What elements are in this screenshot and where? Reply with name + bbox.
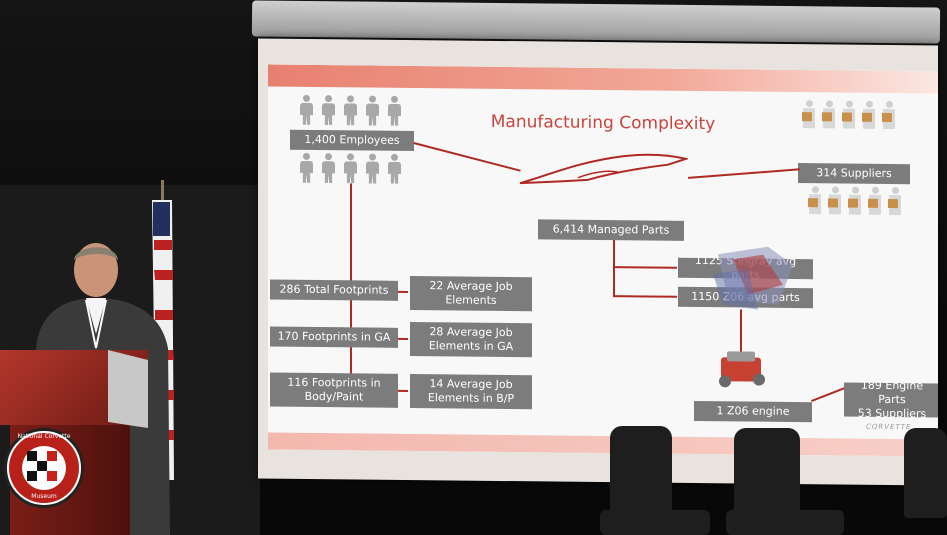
chair <box>734 428 800 518</box>
museum-seal-logo: National Corvette Museum <box>4 428 84 508</box>
laptop-screen <box>108 350 148 428</box>
presentation-slide: CORVETTE Manufacturing Complexity 1,400 … <box>268 64 938 457</box>
total-footprints-box: 286 Total Footprints <box>270 279 398 301</box>
connector-line <box>613 266 677 269</box>
seal-top-text: National Corvette <box>17 433 71 440</box>
person-icon <box>300 94 313 125</box>
supplier-icon <box>868 186 882 215</box>
supplier-icon <box>888 187 902 216</box>
supplier-icon <box>848 186 862 215</box>
supplier-icon <box>828 186 842 215</box>
supplier-icon <box>862 100 876 129</box>
person-icon <box>322 153 335 183</box>
person-icon <box>388 95 401 126</box>
employees-box: 1,400 Employees <box>290 129 414 152</box>
chair <box>904 428 947 518</box>
chair <box>610 426 672 518</box>
person-icon <box>366 95 379 126</box>
person-icon <box>388 153 401 184</box>
engine-icon <box>719 351 765 388</box>
seal-bottom-text: Museum <box>31 493 57 500</box>
corvette-silhouette-icon <box>519 153 688 185</box>
corvette-brand-mark: CORVETTE <box>866 422 912 432</box>
footprints-ga-box: 170 Footprints in GA <box>270 326 398 348</box>
chair-seat <box>726 510 844 535</box>
supplier-icon <box>808 186 822 215</box>
supplier-icon <box>882 100 896 130</box>
suppliers-box: 314 Suppliers <box>798 163 910 185</box>
person-icon <box>344 95 357 125</box>
person-icon <box>344 153 357 183</box>
footprints-bp-box: 116 Footprints in Body/Paint <box>270 372 398 408</box>
supplier-icon <box>842 100 856 129</box>
engine-parts-box: 189 Engine Parts 53 Suppliers <box>844 379 938 420</box>
supplier-icon <box>802 100 816 129</box>
connector-line <box>613 295 677 298</box>
car-parts-exploded-icon <box>713 246 793 310</box>
avg-job-elements-box: 22 Average Job Elements <box>410 275 532 312</box>
managed-parts-box: 6,414 Managed Parts <box>538 219 684 241</box>
supplier-icon <box>822 100 836 129</box>
person-icon <box>322 95 335 125</box>
connector-line <box>688 168 800 179</box>
connector-line <box>413 142 521 172</box>
avg-job-elements-ga-box: 28 Average Job Elements in GA <box>410 321 532 358</box>
chair-seat <box>600 510 710 535</box>
person-icon <box>366 153 379 184</box>
person-icon <box>300 152 313 183</box>
z06-engine-box: 1 Z06 engine <box>694 400 812 423</box>
projector-screen-housing <box>251 0 941 44</box>
avg-job-elements-bp-box: 14 Average Job Elements in B/P <box>410 373 532 410</box>
